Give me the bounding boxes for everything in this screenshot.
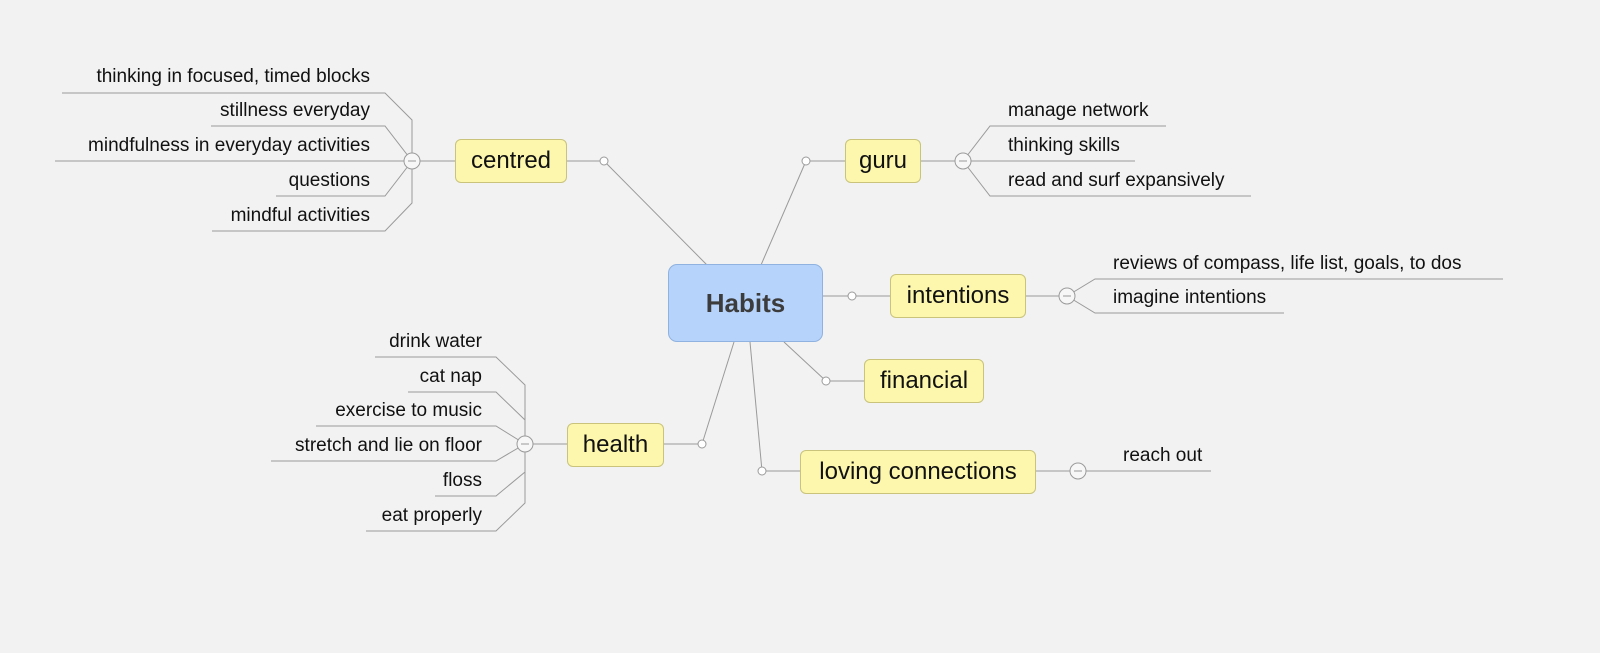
subtopic-centred-1[interactable]: stillness everyday [220, 100, 370, 121]
endpoint-health [697, 439, 707, 449]
subtopic-guru-0[interactable]: manage network [1008, 100, 1149, 121]
connector-root-health [701, 341, 735, 445]
subtopic-health-3[interactable]: stretch and lie on floor [295, 435, 482, 456]
connector-health-child-2 [316, 425, 526, 445]
subtopic-centred-0[interactable]: thinking in focused, timed blocks [96, 66, 370, 87]
collapse-toggle-intentions[interactable] [1058, 287, 1076, 305]
subtopic-intentions-1[interactable]: imagine intentions [1113, 287, 1267, 308]
connector-health-child-5 [366, 444, 526, 532]
endpoint-loving [757, 466, 767, 476]
connector-health-child-1 [408, 391, 526, 444]
subtopic-intentions-0[interactable]: reviews of compass, life list, goals, to… [1113, 253, 1462, 274]
subtopic-health-1[interactable]: cat nap [419, 366, 482, 387]
connector-guru-child-0 [962, 125, 1166, 162]
endpoint-centred [599, 156, 609, 166]
connector-root-loving [749, 341, 763, 472]
connector-centred-child-3 [276, 160, 413, 197]
connector-root-financial [783, 341, 827, 382]
endpoint-financial [821, 376, 831, 386]
endpoint-guru [801, 156, 811, 166]
subtopic-health-0[interactable]: drink water [389, 331, 482, 352]
connector-health-child-3 [271, 443, 526, 462]
connector-intentions-child-0 [1066, 278, 1503, 297]
collapse-toggle-centred[interactable] [403, 152, 421, 170]
subtopic-health-2[interactable]: exercise to music [335, 400, 482, 421]
topic-intentions[interactable]: intentions [890, 274, 1026, 318]
root-topic-habits[interactable]: Habits [668, 264, 823, 342]
topic-centred[interactable]: centred [455, 139, 567, 183]
connector-centred-child-1 [211, 125, 413, 162]
topic-health[interactable]: health [567, 423, 664, 467]
collapse-toggle-loving[interactable] [1069, 462, 1087, 480]
endpoint-intentions [847, 291, 857, 301]
connector-root-guru [760, 160, 807, 266]
connector-health-child-0 [375, 356, 526, 444]
collapse-toggle-guru[interactable] [954, 152, 972, 170]
subtopic-centred-3[interactable]: questions [288, 170, 370, 191]
connector-root-centred [603, 160, 708, 266]
topic-loving-connections[interactable]: loving connections [800, 450, 1036, 494]
subtopic-centred-4[interactable]: mindful activities [230, 205, 370, 226]
topic-guru[interactable]: guru [845, 139, 921, 183]
connector-guru-child-2 [962, 160, 1251, 197]
connector-centred-child-0 [62, 92, 413, 161]
collapse-toggle-health[interactable] [516, 435, 534, 453]
topic-financial[interactable]: financial [864, 359, 984, 403]
connector-intentions-child-1 [1066, 295, 1284, 314]
subtopic-centred-2[interactable]: mindfulness in everyday activities [88, 135, 370, 156]
subtopic-loving-0[interactable]: reach out [1123, 445, 1203, 466]
connector-centred-child-4 [212, 161, 413, 232]
subtopic-health-4[interactable]: floss [442, 470, 482, 491]
subtopic-guru-2[interactable]: read and surf expansively [1008, 170, 1225, 191]
subtopic-guru-1[interactable]: thinking skills [1008, 135, 1120, 156]
subtopic-health-5[interactable]: eat properly [381, 505, 482, 526]
